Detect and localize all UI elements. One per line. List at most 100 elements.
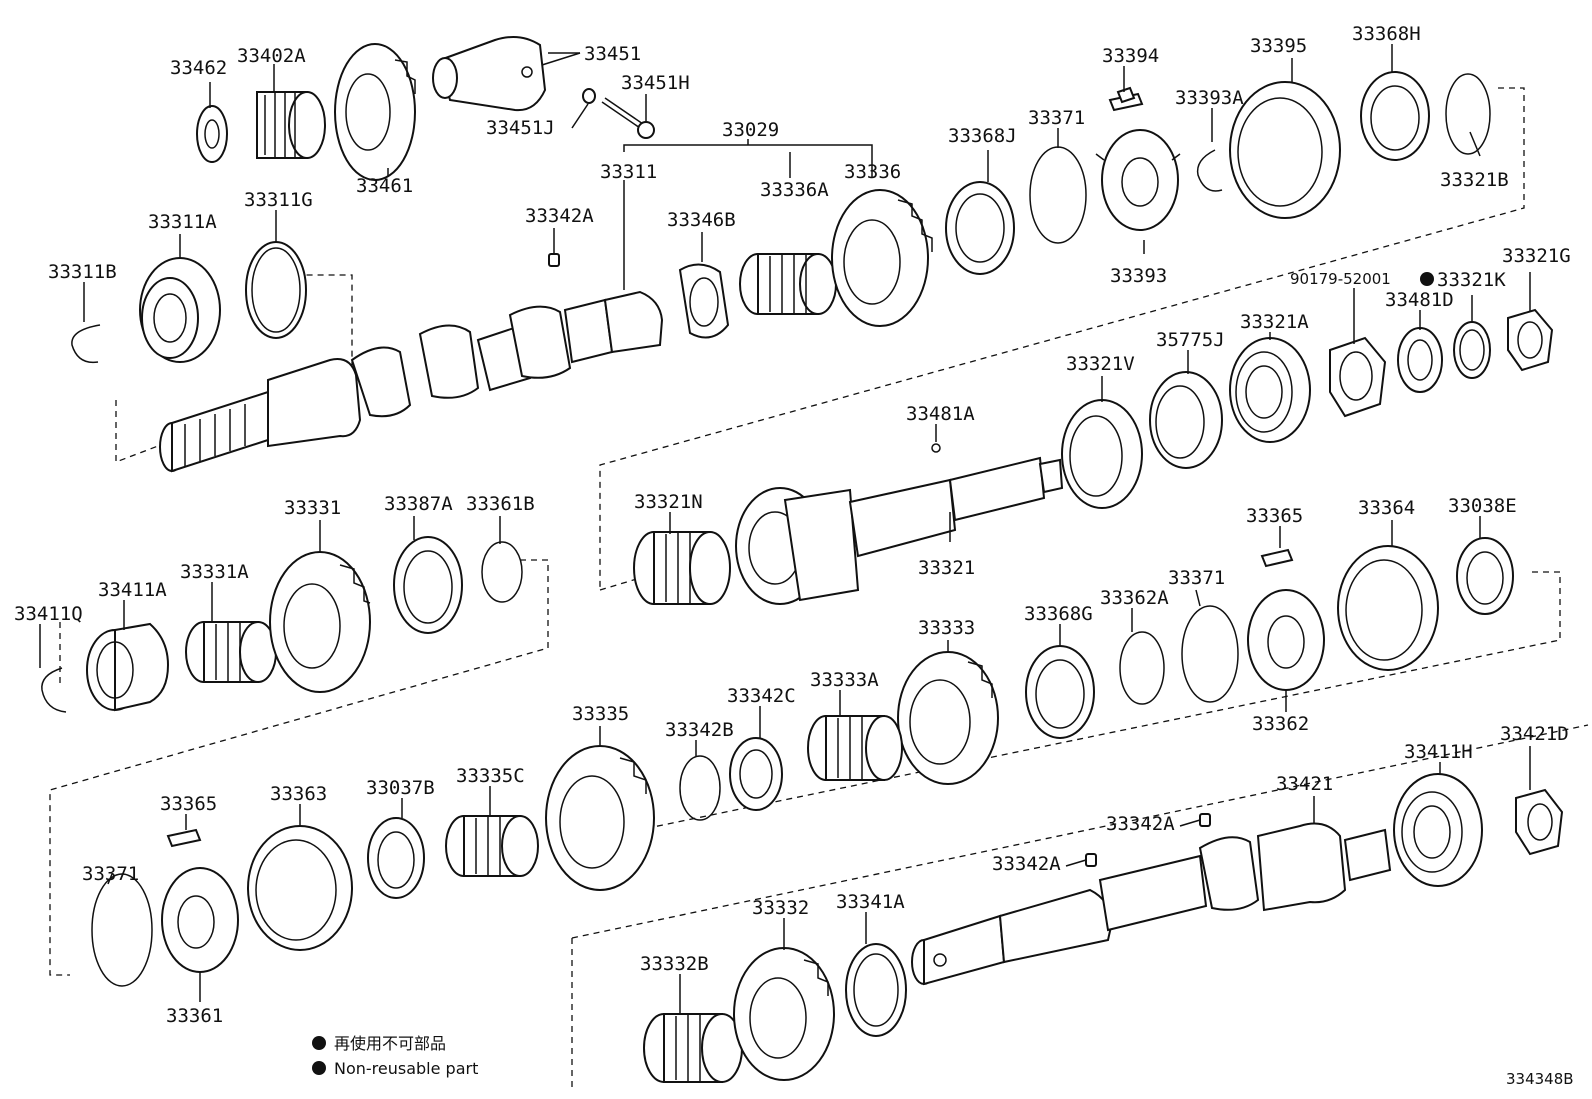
part-label: 33342A xyxy=(1106,813,1175,835)
part-label: 33395 xyxy=(1250,35,1307,57)
output-shaft-33321 xyxy=(735,456,1064,605)
bearing-35775J xyxy=(1149,371,1223,469)
gear-33332 xyxy=(733,947,835,1081)
needle-bearing-33332B xyxy=(643,1013,743,1083)
part-label: 33371 xyxy=(1028,107,1085,129)
part-label: 33371 xyxy=(82,863,139,885)
sleeve-33395 xyxy=(1229,81,1341,219)
part-label: 33411H xyxy=(1404,741,1473,763)
gear-33461 xyxy=(334,43,416,181)
part-label: 33364 xyxy=(1358,497,1415,519)
part-label: 33342A xyxy=(992,853,1061,875)
synchro-ring-33387A xyxy=(393,536,463,634)
part-label: 33333 xyxy=(918,617,975,639)
part-label: 90179-52001 xyxy=(1290,270,1391,288)
part-label: 33346B xyxy=(667,209,736,231)
part-label: 33361 xyxy=(166,1005,223,1027)
part-label: 33362 xyxy=(1252,713,1309,735)
washer-33341A xyxy=(845,943,907,1037)
part-label: 33342B xyxy=(665,719,734,741)
bearing-33411H xyxy=(1393,773,1483,887)
synchro-ring-33038E xyxy=(1456,537,1514,615)
snap-ring-33311B xyxy=(71,324,101,364)
part-label: 33481D xyxy=(1385,289,1454,311)
snap-ring-33411Q xyxy=(41,667,67,713)
part-label: 33342C xyxy=(727,685,796,707)
part-label: 33332 xyxy=(752,897,809,919)
part-label: 33321 xyxy=(918,557,975,579)
part-label: 33321B xyxy=(1440,169,1509,191)
part-label: 33368H xyxy=(1352,23,1421,45)
part-label: 35775J xyxy=(1156,329,1225,351)
hub-33361 xyxy=(161,867,239,973)
part-label: 33311B xyxy=(48,261,117,283)
part-label: 33451H xyxy=(621,72,690,94)
part-label: 33311G xyxy=(244,189,313,211)
synchro-ring-33368H xyxy=(1360,71,1430,161)
part-label: 33362A xyxy=(1100,587,1169,609)
part-label: 33387A xyxy=(384,493,453,515)
legend: 再使用不可部品 Non-reusable part xyxy=(312,1034,478,1078)
part-label: 33336 xyxy=(844,161,901,183)
needle-bearing-33321N xyxy=(633,531,731,605)
sleeve-33363 xyxy=(247,825,353,951)
key-33394 xyxy=(1108,86,1144,112)
part-label: 33363 xyxy=(270,783,327,805)
group-frames xyxy=(49,87,1589,1090)
part-label: 33331A xyxy=(180,561,249,583)
part-label: 33321G xyxy=(1502,245,1571,267)
countershaft-33421 xyxy=(911,822,1392,986)
part-label: 33037B xyxy=(366,777,435,799)
snap-ring-33371-bottom xyxy=(91,873,153,987)
snap-ring-33311G xyxy=(245,241,307,339)
part-label: 33402A xyxy=(237,45,306,67)
part-label: 33411Q xyxy=(14,603,83,625)
needle-bearing-33333A xyxy=(807,715,903,781)
part-label: 33451 xyxy=(584,43,641,65)
bearing-33321A xyxy=(1229,337,1311,443)
washer-33451J xyxy=(582,88,596,104)
part-label: 33038E xyxy=(1448,495,1517,517)
part-label: 33393 xyxy=(1110,265,1167,287)
part-labels: 33462 33402A 33461 33451 33451H 33451J 3… xyxy=(14,23,1571,1027)
snap-ring-33371-mid xyxy=(1181,605,1239,703)
part-label: 33321N xyxy=(634,491,703,513)
snap-ring-33321B xyxy=(1445,73,1491,155)
nut-33421D xyxy=(1515,788,1564,856)
part-label: 33311 xyxy=(600,161,657,183)
synchro-ring-33037B xyxy=(367,817,425,899)
part-label: 33368G xyxy=(1024,603,1093,625)
part-label: 33332B xyxy=(640,953,709,975)
part-label: 33321A xyxy=(1240,311,1309,333)
key-33365-mid xyxy=(1260,548,1294,568)
non-reusable-marker xyxy=(1420,272,1434,286)
part-label: 33321K xyxy=(1437,269,1506,291)
part-label: 33394 xyxy=(1102,45,1159,67)
gear-33335 xyxy=(545,745,655,891)
needle-bearing-33402A xyxy=(256,91,326,159)
needle-bearing-33336A xyxy=(739,253,837,315)
part-label: 33336A xyxy=(760,179,829,201)
part-label: 33321V xyxy=(1066,353,1135,375)
pin-33342A-top xyxy=(548,253,560,267)
part-label: 33481A xyxy=(906,403,975,425)
part-label: 33411A xyxy=(98,579,167,601)
part-label: 33029 xyxy=(722,119,779,141)
sleeve-33364 xyxy=(1337,545,1439,671)
snap-ring-33342B xyxy=(679,755,721,821)
needle-bearing-33335C xyxy=(445,815,539,877)
pin-33342A-left xyxy=(1085,853,1097,867)
ring-33321K xyxy=(1453,321,1491,379)
legend-bullet xyxy=(312,1036,326,1050)
part-label: 33335C xyxy=(456,765,525,787)
snap-ring-33393A xyxy=(1196,149,1223,192)
part-label: 33461 xyxy=(356,175,413,197)
synchro-ring-33368J xyxy=(945,181,1015,275)
dot-33481A xyxy=(931,443,941,453)
part-label: 33368J xyxy=(948,125,1017,147)
legend-text-en: Non-reusable part xyxy=(334,1059,478,1078)
part-label: 33451J xyxy=(486,117,555,139)
nut-33321G xyxy=(1507,308,1554,372)
washer-33342C xyxy=(729,737,783,811)
